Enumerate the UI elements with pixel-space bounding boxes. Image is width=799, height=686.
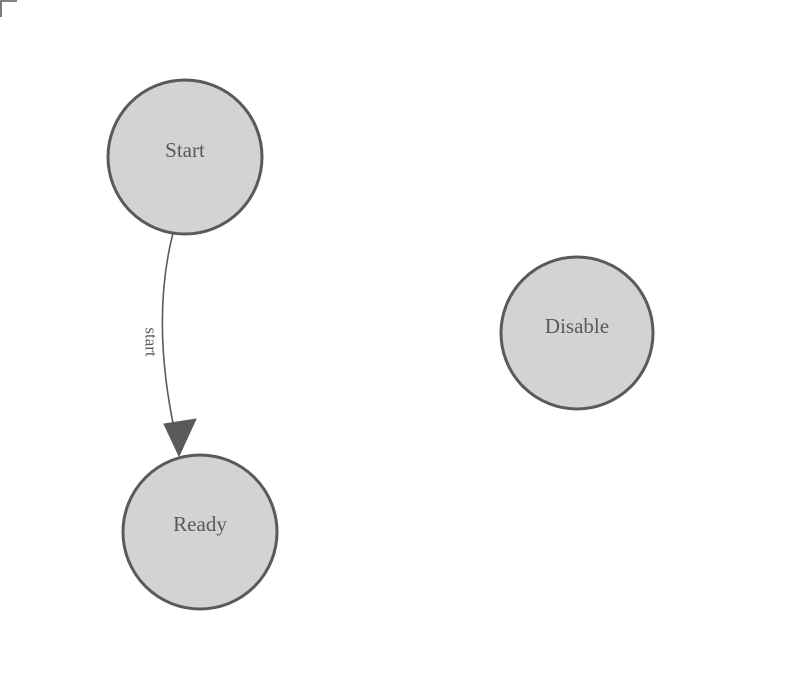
node-ready-circle[interactable]	[121, 453, 279, 611]
node-disable-label: Disable	[545, 314, 609, 338]
node-start-circle[interactable]	[106, 78, 264, 236]
node-disable-circle[interactable]	[499, 255, 655, 411]
node-ready[interactable]: Ready	[121, 453, 279, 611]
edge-line	[161, 232, 175, 429]
node-disable[interactable]: Disable	[499, 255, 655, 411]
node-ready-label: Ready	[173, 512, 227, 536]
edge-arrowhead-icon	[163, 418, 197, 458]
edge-label-start: start	[142, 327, 161, 357]
node-start[interactable]: Start	[106, 78, 264, 236]
edge-start-to-ready[interactable]: start	[142, 232, 197, 458]
node-start-label: Start	[165, 138, 205, 162]
corner-bracket-mark	[0, 0, 17, 17]
